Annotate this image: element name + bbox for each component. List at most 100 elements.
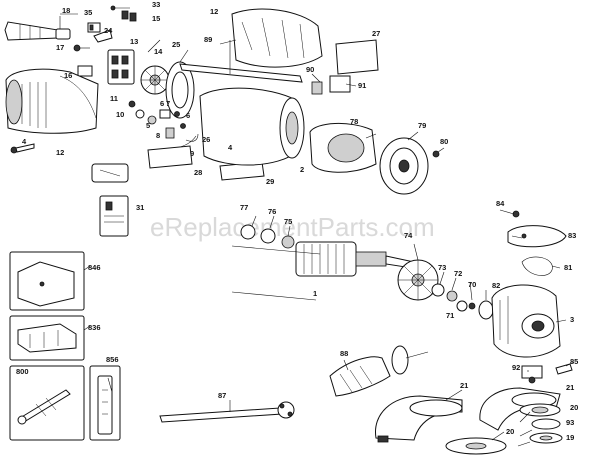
bearing-hardware-part [431, 283, 476, 312]
switch-91-part [329, 75, 351, 93]
callout-1: 1 [313, 289, 317, 298]
switch-13-part [107, 49, 135, 85]
callout-29: 29 [266, 177, 274, 186]
power-cord-part [4, 16, 71, 41]
callout-9: 9 [190, 149, 194, 158]
callout-87: 87 [218, 391, 226, 400]
flange-nuts-part [519, 403, 563, 444]
field-housing-2-part [199, 87, 305, 166]
callout-93: 93 [566, 418, 574, 427]
callout-10: 10 [116, 110, 124, 119]
callout-6b: 6 [186, 111, 190, 120]
flange-20-bottom-part [445, 437, 507, 455]
accessory-800-part [9, 365, 85, 441]
screw-17-part [73, 44, 90, 52]
callout-21-left: 21 [460, 381, 468, 390]
screw-4-left-part [10, 143, 35, 154]
callout-85: 85 [570, 357, 578, 366]
callout-6a: 6 [160, 99, 164, 108]
callout-25: 25 [172, 40, 180, 49]
callout-18: 18 [62, 6, 70, 15]
callout-31: 31 [136, 203, 144, 212]
guard-21-left-part [375, 395, 463, 443]
brush-box-31-part [99, 195, 129, 237]
accessory-836-part [9, 315, 85, 361]
spindle-92-part [521, 365, 543, 384]
callout-83: 83 [568, 231, 576, 240]
callout-79: 79 [418, 121, 426, 130]
callout-5: 5 [146, 121, 150, 130]
housing-half-12-part [231, 8, 323, 68]
callout-89: 89 [204, 35, 212, 44]
strain-relief-part [87, 22, 101, 33]
callout-91: 91 [358, 81, 366, 90]
armature-part [240, 224, 415, 277]
stator-78-part [309, 122, 377, 173]
callout-81: 81 [564, 263, 572, 272]
callout-800: 800 [16, 367, 29, 376]
label-28-part [147, 145, 193, 169]
callout-88: 88 [340, 349, 348, 358]
callout-92: 92 [512, 363, 520, 372]
baffle-25-part [165, 61, 195, 119]
callout-75: 75 [284, 217, 292, 226]
callout-74: 74 [404, 231, 413, 240]
callout-12-left: 12 [56, 148, 64, 157]
callout-836: 836 [88, 323, 101, 332]
callout-16: 16 [64, 71, 72, 80]
callout-17: 17 [56, 43, 64, 52]
callout-846: 846 [88, 263, 101, 272]
callout-90: 90 [306, 65, 314, 74]
accessory-846-part [9, 251, 85, 311]
brushes-part [165, 127, 199, 149]
callout-19: 19 [566, 433, 574, 442]
callout-20-bottom: 20 [506, 427, 514, 436]
watermark-text: eReplacementParts.com [150, 212, 435, 242]
callout-15: 15 [152, 14, 160, 23]
cord-clamp-part [93, 29, 113, 43]
brush-connector-part [91, 163, 129, 183]
leader-lines [60, 13, 575, 447]
cable-89-part [179, 63, 303, 83]
callout-11: 11 [110, 94, 118, 103]
callout-8: 8 [156, 131, 160, 140]
gear-case-3-part [491, 284, 561, 358]
clamp-screws-part [110, 5, 137, 22]
pin-85-part [555, 363, 573, 375]
callout-76: 76 [268, 207, 276, 216]
callout-14: 14 [154, 47, 163, 56]
callout-20-right: 20 [570, 403, 578, 412]
callout-28: 28 [194, 168, 202, 177]
callout-77: 77 [240, 203, 248, 212]
brush-holder-hardware-part [128, 100, 186, 129]
bearing-plate-79-part [379, 137, 429, 195]
cover-83-part [507, 225, 567, 248]
side-handle-88-part [329, 345, 429, 397]
callout-70: 70 [468, 280, 476, 289]
callout-2: 2 [300, 165, 304, 174]
callout-78: 78 [350, 117, 358, 126]
callout-4-mid: 4 [228, 143, 233, 152]
callout-21-right: 21 [566, 383, 574, 392]
screw-80-part [432, 150, 440, 158]
spring-81-part [521, 256, 553, 276]
callout-72: 72 [454, 269, 462, 278]
callout-24: 24 [104, 26, 113, 35]
callout-82: 82 [492, 281, 500, 290]
motor-housing-part [5, 68, 99, 134]
o-ring-82-part [478, 300, 494, 320]
callout-856: 856 [106, 355, 119, 364]
callout-80: 80 [440, 137, 448, 146]
fan-74-part [397, 259, 439, 301]
callout-3: 3 [570, 315, 574, 324]
bracket-16-part [77, 65, 93, 77]
switch-90-part [311, 81, 323, 95]
callout-13: 13 [130, 37, 138, 46]
callout-27: 27 [372, 29, 380, 38]
spanner-87-part [159, 401, 295, 423]
callout-12-top: 12 [210, 7, 218, 16]
callout-26: 26 [202, 135, 210, 144]
callout-73: 73 [438, 263, 446, 272]
callout-84: 84 [496, 199, 505, 208]
